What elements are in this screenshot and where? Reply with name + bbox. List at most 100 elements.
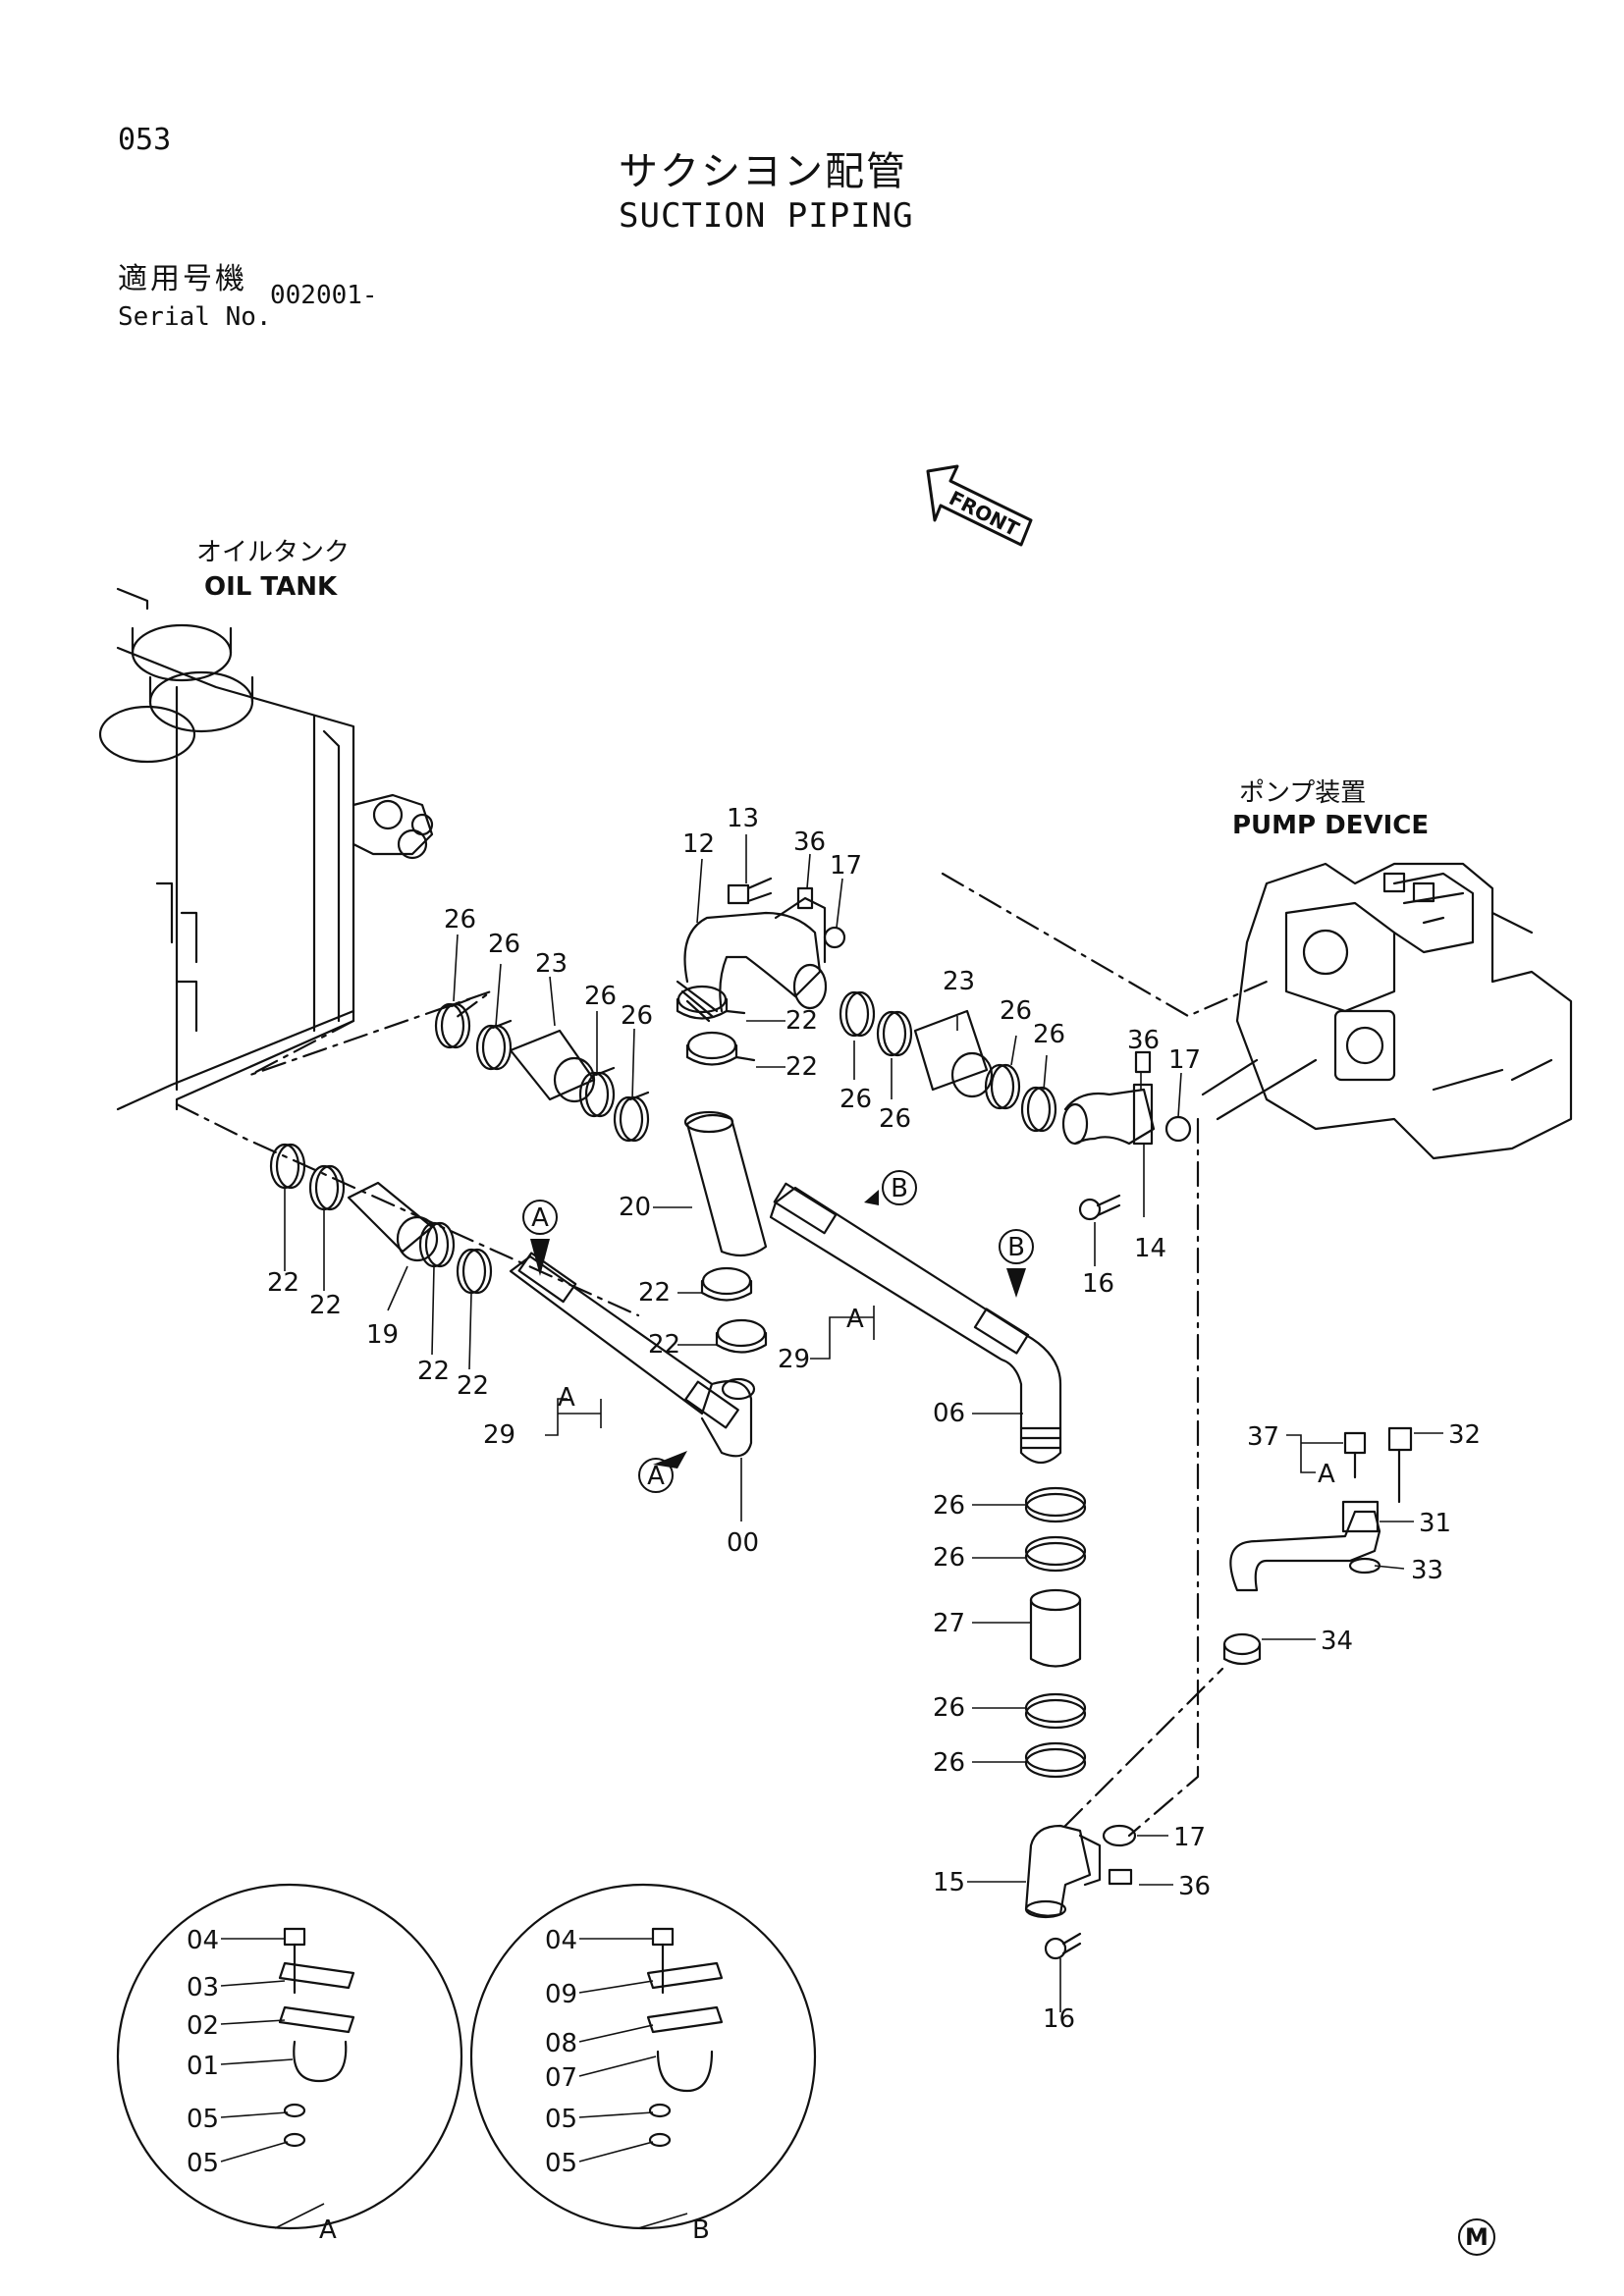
- oil-tank-label-japanese: オイルタンク: [196, 538, 351, 567]
- detail-a-part-01: 01: [187, 2052, 219, 2081]
- serial-number-value: 002001-: [270, 281, 378, 310]
- section-marker-a-29-left: A: [558, 1383, 575, 1413]
- callout-26-e: 26: [839, 1085, 872, 1114]
- fitting-36-top: [796, 886, 814, 910]
- fitting-34: [1222, 1632, 1262, 1666]
- oil-tank-label-english: OIL TANK: [204, 572, 338, 602]
- callout-26-i: 26: [933, 1491, 965, 1521]
- pump-device-drawing: [941, 862, 1573, 1160]
- oil-tank-drawing: [98, 587, 640, 1317]
- detail-circle-a: [116, 1883, 463, 2230]
- hose-clamps-upper-right: [839, 990, 1057, 1133]
- hose-clamps-upper-left: [434, 997, 650, 1143]
- callout-23-right: 23: [943, 967, 975, 996]
- callout-17-top: 17: [830, 851, 862, 881]
- hose-27: [1029, 1588, 1082, 1668]
- detail-b-part-07: 07: [545, 2063, 577, 2093]
- pipe-00: [509, 1252, 756, 1458]
- detail-b-part-08: 08: [545, 2029, 577, 2058]
- callout-00: 00: [727, 1528, 759, 1558]
- callout-22-d: 22: [648, 1330, 680, 1360]
- callout-14: 14: [1134, 1234, 1166, 1263]
- callout-27: 27: [933, 1609, 965, 1638]
- fitting-36-right: [1134, 1050, 1152, 1074]
- callout-16-top: 16: [1082, 1269, 1114, 1299]
- callout-36-top: 36: [793, 828, 826, 857]
- serial-label-japanese: 適用号機: [118, 262, 247, 296]
- callout-36-right: 36: [1127, 1026, 1160, 1055]
- callout-33: 33: [1411, 1556, 1443, 1585]
- callout-31: 31: [1419, 1509, 1451, 1538]
- callout-17-lower: 17: [1173, 1823, 1206, 1852]
- detail-circle-b: [469, 1883, 817, 2230]
- section-marker-a-29-right: A: [846, 1305, 864, 1334]
- detail-b-part-09: 09: [545, 1980, 577, 2009]
- bolt-13: [727, 877, 773, 905]
- callout-22-f: 22: [309, 1291, 342, 1320]
- callout-26-l: 26: [933, 1748, 965, 1778]
- elbow-15: [1024, 1824, 1102, 1919]
- callout-22-b: 22: [785, 1052, 818, 1082]
- callout-17-right: 17: [1168, 1045, 1201, 1075]
- callout-22-e: 22: [267, 1268, 299, 1298]
- callout-32: 32: [1448, 1420, 1481, 1450]
- callout-26-c: 26: [584, 982, 617, 1011]
- suction-elbow-12: [676, 896, 828, 1023]
- bolt-16-lower: [1044, 1932, 1082, 1960]
- callout-06: 06: [933, 1399, 965, 1428]
- callout-12: 12: [682, 829, 715, 859]
- o-ring-17-right: [1164, 1115, 1192, 1143]
- callout-26-f: 26: [879, 1104, 911, 1134]
- callout-26-a: 26: [444, 905, 476, 934]
- callout-23-left: 23: [535, 949, 568, 979]
- hose-clamps-lower-left: [269, 1143, 493, 1295]
- hose-clamps-22-middle: [676, 985, 756, 1066]
- detail-b-letter: B: [692, 2216, 710, 2245]
- hose-clamps-22-lower-middle: [700, 1266, 768, 1354]
- section-marker-b-2: B: [1007, 1233, 1025, 1262]
- callout-26-g: 26: [1000, 996, 1032, 1026]
- callout-19: 19: [366, 1320, 399, 1350]
- callout-34: 34: [1321, 1627, 1353, 1656]
- o-ring-17-top: [823, 926, 846, 949]
- elbow-14: [1061, 1083, 1156, 1146]
- callout-29-right: 29: [778, 1345, 810, 1374]
- callout-36-lower: 36: [1178, 1872, 1211, 1901]
- callout-26-j: 26: [933, 1543, 965, 1573]
- serial-label-english: Serial No.: [118, 302, 272, 332]
- callout-37: 37: [1247, 1422, 1279, 1452]
- detail-a-part-04: 04: [187, 1926, 219, 1955]
- pipe-06: [769, 1182, 1062, 1465]
- callout-26-d: 26: [621, 1001, 653, 1031]
- detail-a-part-05-b: 05: [187, 2149, 219, 2178]
- detail-a-letter: A: [319, 2216, 337, 2245]
- title-japanese: サクシヨン配管: [619, 149, 907, 194]
- callout-22-c: 22: [638, 1278, 671, 1308]
- page-number: 053: [118, 123, 172, 157]
- dashed-route-pump-to-elbow: [1063, 1117, 1224, 1838]
- o-ring-17-lower: [1102, 1824, 1137, 1847]
- callout-26-k: 26: [933, 1693, 965, 1723]
- title-english: SUCTION PIPING: [619, 196, 914, 236]
- detail-a-part-05-a: 05: [187, 2105, 219, 2134]
- detail-b-part-05-a: 05: [545, 2105, 577, 2134]
- detail-a-part-02: 02: [187, 2011, 219, 2041]
- callout-13: 13: [727, 804, 759, 833]
- callout-15: 15: [933, 1868, 965, 1897]
- callout-22-h: 22: [457, 1371, 489, 1401]
- bolt-16-top: [1078, 1194, 1121, 1221]
- callout-26-b: 26: [488, 930, 520, 959]
- callout-22-g: 22: [417, 1357, 450, 1386]
- tube-assembly-31: [1229, 1426, 1413, 1592]
- pump-device-label-english: PUMP DEVICE: [1232, 811, 1430, 840]
- pump-device-label-japanese: ポンプ装置: [1239, 778, 1367, 808]
- callout-20: 20: [619, 1193, 651, 1222]
- corner-mark-m: M: [1458, 2218, 1495, 2256]
- detail-a-part-03: 03: [187, 1973, 219, 2002]
- callout-26-h: 26: [1033, 1020, 1065, 1049]
- callout-29-left: 29: [483, 1420, 515, 1450]
- hose-clamps-26-lower: [1024, 1486, 1087, 1779]
- hose-20: [683, 1110, 768, 1257]
- callout-22-a: 22: [785, 1006, 818, 1036]
